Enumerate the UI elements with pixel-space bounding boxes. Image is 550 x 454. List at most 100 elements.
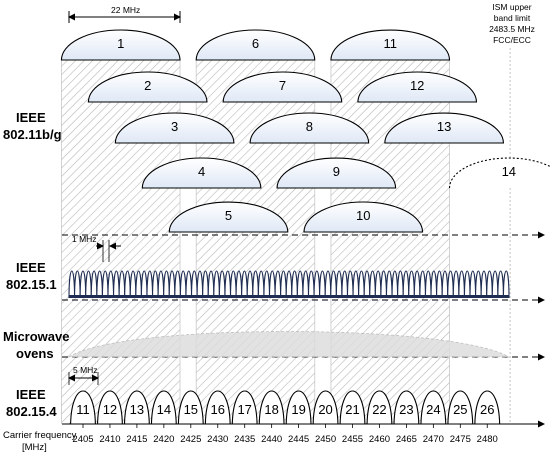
bt-channel <box>101 270 109 299</box>
bt-channel <box>118 270 126 299</box>
zb-spacing-label: 5 MHz <box>73 365 98 375</box>
microwave-label-line2: ovens <box>16 346 54 361</box>
wifi-channel-label-6: 6 <box>252 36 259 51</box>
axis-tick-2410: 2410 <box>99 434 120 445</box>
wifi-channel-13 <box>384 112 504 144</box>
axis-tick-2450: 2450 <box>315 434 336 445</box>
bt-channel <box>352 270 360 299</box>
bt-channel <box>168 270 176 299</box>
bt-channel <box>74 270 81 299</box>
bt-channel <box>96 270 103 299</box>
bt-channel <box>452 270 460 299</box>
zb-channel-label-19: 19 <box>291 402 305 417</box>
bt-channel <box>252 270 259 299</box>
wifi-channel-label-5: 5 <box>225 208 232 223</box>
bt-channel <box>68 270 76 299</box>
ieee802151-label-line1: IEEE <box>16 260 46 275</box>
zb-channel-26 <box>474 390 501 425</box>
zb-channel-label-25: 25 <box>453 402 467 417</box>
bt-channel <box>202 270 209 299</box>
zb-channel-label-18: 18 <box>264 402 278 417</box>
axis-tick-2455: 2455 <box>342 434 363 445</box>
bt-channel <box>107 270 115 299</box>
bt-channel <box>497 270 504 299</box>
bt-channel <box>285 270 293 299</box>
wifi-channel-label-14: 14 <box>502 164 516 179</box>
bt-channel <box>413 270 421 299</box>
wifi-channel-8 <box>249 112 370 144</box>
bt-channel <box>218 270 226 299</box>
bt-channel <box>196 270 204 299</box>
ieee802154-label-line1: IEEE <box>16 387 46 402</box>
zb-channel-label-11: 11 <box>76 402 90 417</box>
bt-channel <box>174 270 181 299</box>
zb-channel-21 <box>339 390 366 425</box>
bt-channel <box>346 270 354 299</box>
bt-channel <box>291 270 298 299</box>
wifi-channel-label-4: 4 <box>198 164 205 179</box>
bt-channel <box>151 270 159 299</box>
axis-tick-2420: 2420 <box>153 434 174 445</box>
zb-channel-label-15: 15 <box>184 402 198 417</box>
bt-channel <box>397 270 404 299</box>
wifi-channel-label-3: 3 <box>171 119 178 134</box>
bt-channel <box>190 270 198 299</box>
bt-channel <box>430 270 438 299</box>
zb-channel-24 <box>420 390 447 425</box>
ieee80211-label-line1: IEEE <box>16 110 46 125</box>
axis-tick-2475: 2475 <box>450 434 471 445</box>
zb-channel-11 <box>70 390 96 425</box>
wifi-channel-label-10: 10 <box>356 208 370 223</box>
wifi-channel-label-12: 12 <box>410 78 424 93</box>
bt-channel <box>185 270 193 299</box>
wifi-channel-label-9: 9 <box>333 164 340 179</box>
bt-channel <box>447 270 454 299</box>
ism-limit-line2: band limit <box>494 13 531 23</box>
zb-channel-16 <box>204 390 231 425</box>
zb-channel-label-23: 23 <box>399 402 413 417</box>
bt-channel <box>246 270 254 299</box>
bt-channel <box>441 270 449 299</box>
bt-channel <box>408 270 415 299</box>
bt-spacing-label: 1 MHz <box>72 234 97 244</box>
bt-channel <box>369 270 376 299</box>
ieee802154-label-line2: 802.15.4 <box>6 404 57 419</box>
bt-channel <box>113 270 120 299</box>
zb-channel-label-24: 24 <box>426 402 440 417</box>
wifi-channel-9 <box>276 157 397 189</box>
bt-channel <box>502 270 510 299</box>
wifi-channel-label-8: 8 <box>306 119 313 134</box>
wifi-channel-label-13: 13 <box>437 119 451 134</box>
zb-channel-label-14: 14 <box>157 402 171 417</box>
microwave-band <box>67 331 511 358</box>
wifi-channel-label-11: 11 <box>383 36 397 51</box>
wifi-channel-label-7: 7 <box>279 78 286 93</box>
bt-channel <box>486 270 493 299</box>
wifi-channel-12 <box>357 71 478 103</box>
bt-channel <box>274 270 282 299</box>
bt-channel <box>124 270 131 299</box>
bt-channel <box>491 270 499 299</box>
wifi-channel-2 <box>87 71 208 103</box>
bt-channel <box>436 270 443 299</box>
axis-tick-2430: 2430 <box>207 434 228 445</box>
zb-channel-17 <box>231 390 258 425</box>
zb-channel-label-17: 17 <box>237 402 251 417</box>
zb-channel-12 <box>96 390 123 425</box>
bt-channel <box>140 270 148 299</box>
zb-channel-label-13: 13 <box>130 402 144 417</box>
axis-tick-2480: 2480 <box>477 434 498 445</box>
axis-tick-2405: 2405 <box>72 434 93 445</box>
wifi-channel-4 <box>141 157 262 189</box>
zb-channel-label-20: 20 <box>318 402 332 417</box>
wifi-channel-11 <box>330 29 451 61</box>
ism-limit-line1: ISM upper <box>492 2 531 12</box>
axis-tick-2445: 2445 <box>288 434 309 445</box>
wifi-channel-10 <box>303 201 424 233</box>
axis-tick-2440: 2440 <box>261 434 282 445</box>
bt-channel <box>302 270 310 299</box>
bt-channel <box>85 270 92 299</box>
ieee802151-channels <box>68 270 510 299</box>
